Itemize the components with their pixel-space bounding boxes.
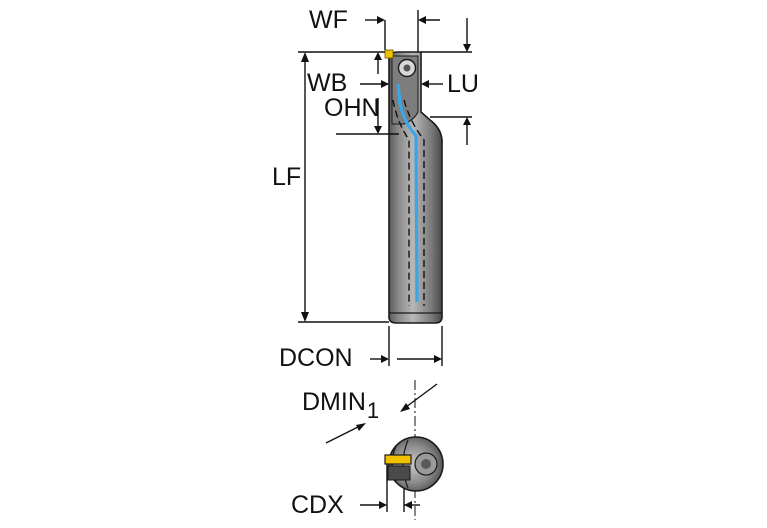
end-view <box>384 436 444 492</box>
label-wf: WF <box>309 6 348 34</box>
label-dcon: DCON <box>279 344 353 372</box>
label-ohn: OHN <box>324 94 380 122</box>
end-view-insert-icon <box>384 454 412 465</box>
label-lu: LU <box>447 70 479 98</box>
label-dmin-text: DMIN <box>302 388 366 416</box>
label-dmin-subscript: 1 <box>366 398 380 423</box>
clamp-screw-icon <box>397 58 417 78</box>
hidden-line-right <box>403 99 425 306</box>
insert-icon <box>384 49 394 59</box>
side-view <box>384 49 443 324</box>
label-lf: LF <box>272 163 302 191</box>
label-dmin: DMIN1 <box>302 388 379 422</box>
hidden-line-left <box>392 99 410 306</box>
dimension-lines <box>298 10 472 520</box>
label-cdx: CDX <box>291 491 344 519</box>
coolant-channel-icon <box>396 83 419 303</box>
label-wb: WB <box>307 69 348 97</box>
